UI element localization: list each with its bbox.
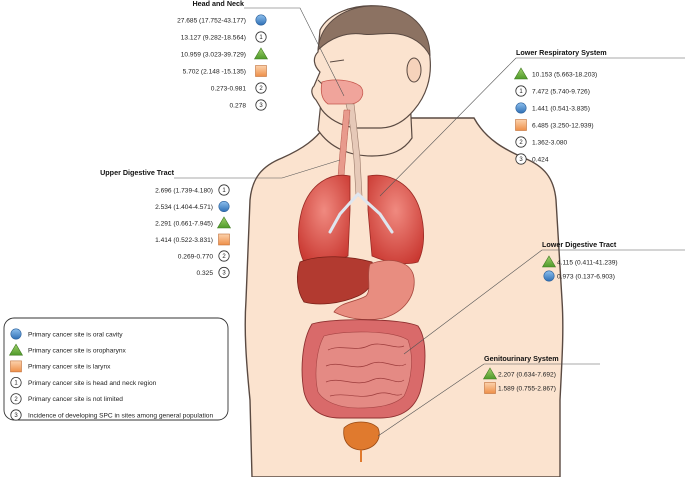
- human-body-figure: [245, 6, 563, 477]
- region-row: 2 0.273-0.981: [211, 83, 266, 93]
- larynx-marker-icon: [219, 234, 230, 245]
- number-1-marker-icon: 1: [516, 86, 526, 96]
- legend-item: 2 Primary cancer site is not limited: [11, 394, 123, 404]
- risk-value: 2.534 (1.404-4.571): [155, 204, 213, 211]
- number-3-marker-icon: 3: [11, 410, 21, 420]
- oral-cavity-marker-icon: [11, 329, 21, 339]
- region-title: Lower Respiratory System: [516, 48, 607, 57]
- legend: Primary cancer site is oral cavityPrimar…: [4, 318, 228, 420]
- risk-value: 1.589 (0.755-2.867): [498, 385, 556, 392]
- number-2-marker-icon: 2: [516, 137, 526, 147]
- region-row: 2 0.269-0.770: [178, 251, 229, 261]
- region-row: 2.534 (1.404-4.571): [155, 201, 229, 211]
- larynx-marker-icon: [485, 383, 496, 394]
- region-row: 3 0.278: [229, 100, 266, 110]
- risk-value: 0.325: [196, 270, 213, 277]
- oropharynx-marker-icon: [255, 48, 268, 59]
- risk-value: 10.959 (3.023-39.729): [181, 51, 246, 58]
- region-head-neck: Head and Neck 27.685 (17.752-43.177) 1 13.1…: [177, 0, 267, 110]
- number-2-marker-icon: 2: [256, 83, 266, 93]
- oral-cavity-marker-icon: [256, 15, 266, 25]
- region-title: Lower Digestive Tract: [542, 240, 617, 249]
- risk-value: 5.702 (2.148 -15.135): [183, 68, 246, 75]
- risk-value: 0.269-0.770: [178, 253, 214, 260]
- risk-value: 2.696 (1.739-4.180): [155, 187, 213, 194]
- region-title: Head and Neck: [192, 0, 244, 8]
- risk-value: 1.441 (0.541-3.835): [532, 105, 590, 112]
- legend-item-label: Primary cancer site is larynx: [28, 364, 111, 371]
- region-title: Upper Digestive Tract: [100, 168, 175, 177]
- larynx-marker-icon: [256, 66, 267, 77]
- risk-value: 1.362-3.080: [532, 139, 568, 146]
- small-intestine: [316, 332, 411, 408]
- legend-item-label: Primary cancer site is not limited: [28, 396, 123, 403]
- region-row: 2.291 (0.661-7.945): [155, 217, 230, 228]
- risk-value: 0.973 (0.137-6.903): [557, 273, 615, 280]
- risk-value: 2.291 (0.661-7.945): [155, 220, 213, 227]
- oral-cavity-marker-icon: [544, 271, 554, 281]
- oral-cavity-marker-icon: [516, 103, 526, 113]
- oropharynx-marker-icon: [218, 217, 231, 228]
- risk-value: 7.472 (5.740-9.726): [532, 88, 590, 95]
- number-2-marker-icon: 2: [219, 251, 229, 261]
- risk-value: 0.424: [532, 156, 549, 163]
- larynx-marker-icon: [11, 361, 22, 372]
- number-3-marker-icon: 3: [256, 100, 266, 110]
- region-row: 1.414 (0.522-3.831): [155, 234, 229, 245]
- number-2-marker-icon: 2: [11, 394, 21, 404]
- region-row: 2 1.362-3.080: [516, 137, 568, 147]
- number-3-marker-icon: 3: [516, 154, 526, 164]
- oropharynx-marker-icon: [515, 68, 528, 79]
- legend-item-label: Primary cancer site is head and neck reg…: [28, 380, 157, 387]
- legend-item: 3 Incidence of developing SPC in sites am…: [11, 410, 214, 420]
- region-row: 1 2.696 (1.739-4.180): [155, 185, 229, 195]
- legend-item-label: Primary cancer site is oropharynx: [28, 348, 127, 355]
- region-upper-digestive: Upper Digestive Tract 1 2.696 (1.739-4.180…: [100, 168, 230, 278]
- legend-item-label: Primary cancer site is oral cavity: [28, 331, 123, 338]
- risk-value: 0.273-0.981: [211, 85, 247, 92]
- region-row: 5.702 (2.148 -15.135): [183, 66, 267, 77]
- ear: [407, 58, 421, 82]
- legend-item: Primary cancer site is oral cavity: [11, 329, 123, 339]
- region-row: 27.685 (17.752-43.177): [177, 15, 266, 25]
- risk-value: 0.278: [229, 102, 246, 109]
- region-row: 10.153 (5.663-18.203): [515, 68, 598, 79]
- region-row: 3 0.424: [516, 154, 549, 164]
- region-row: 1 7.472 (5.740-9.726): [516, 86, 590, 96]
- region-title: Genitourinary System: [484, 354, 559, 363]
- region-row: 1 13.127 (9.282-18.564): [181, 32, 266, 42]
- number-1-marker-icon: 1: [256, 32, 266, 42]
- larynx-marker-icon: [516, 120, 527, 131]
- risk-value: 2.207 (0.634-7.692): [498, 371, 556, 378]
- region-row: 6.485 (3.250-12.939): [516, 120, 594, 131]
- legend-item: 1 Primary cancer site is head and neck re…: [11, 377, 157, 387]
- risk-value: 6.485 (3.250-12.939): [532, 122, 594, 129]
- number-1-marker-icon: 1: [11, 377, 21, 387]
- region-row: 3 0.325: [196, 267, 229, 277]
- number-1-marker-icon: 1: [219, 185, 229, 195]
- risk-value: 10.153 (5.663-18.203): [532, 71, 597, 78]
- risk-value: 4.115 (0.411-41.239): [557, 259, 618, 266]
- risk-value: 1.414 (0.522-3.831): [155, 237, 213, 244]
- oral-cavity-marker-icon: [219, 201, 229, 211]
- region-lower-respiratory: Lower Respiratory System 10.153 (5.663-18…: [515, 48, 607, 164]
- region-row: 1.441 (0.541-3.835): [516, 103, 590, 113]
- number-3-marker-icon: 3: [219, 267, 229, 277]
- region-row: 10.959 (3.023-39.729): [181, 48, 268, 59]
- legend-item-label: Incidence of developing SPC in sites amo…: [28, 412, 213, 419]
- risk-value: 27.685 (17.752-43.177): [177, 17, 246, 24]
- risk-value: 13.127 (9.282-18.564): [181, 34, 246, 41]
